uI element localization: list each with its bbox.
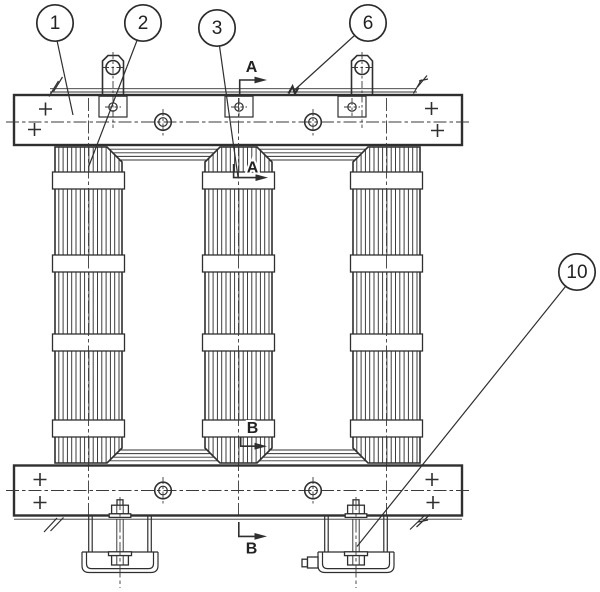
foot-side-bolt bbox=[301, 556, 319, 569]
callout-label-6: 6 bbox=[363, 13, 374, 34]
bottom-beam-hole-marks bbox=[33, 473, 440, 509]
callout-balloon-1: 1 bbox=[35, 3, 75, 116]
section-marker-b-top: B bbox=[239, 418, 267, 450]
section-marker-a-top: A bbox=[238, 57, 267, 94]
yoke-corner-step-lines bbox=[109, 148, 366, 462]
callout-label-3: 3 bbox=[212, 18, 223, 39]
top-beam-hole-marks bbox=[28, 102, 444, 137]
bottom-clamp-beam bbox=[6, 464, 471, 517]
core-banding-straps bbox=[51, 171, 424, 438]
top-beam-bolt-plates bbox=[98, 95, 367, 118]
break-mark-top-right bbox=[412, 75, 429, 94]
callout-label-1: 1 bbox=[50, 13, 61, 34]
core-limb-middle-hatching bbox=[208, 147, 270, 463]
callout-balloon-10: 10 bbox=[356, 252, 597, 547]
top-yoke-edge-lines bbox=[50, 88, 417, 93]
section-letter-b-top: B bbox=[247, 420, 259, 437]
callout-label-2: 2 bbox=[138, 13, 149, 34]
core-limb-left-hatching bbox=[58, 147, 120, 463]
section-letter-a-top: A bbox=[246, 59, 258, 76]
callout-label-10: 10 bbox=[566, 262, 587, 283]
callout-balloon-2: 2 bbox=[87, 3, 163, 168]
top-clamp-beam bbox=[6, 93, 471, 147]
section-marker-a-bottom: A bbox=[232, 158, 268, 181]
mounting-foot-left bbox=[81, 497, 159, 588]
mounting-foot-right bbox=[301, 497, 395, 588]
section-marker-b-bottom: B bbox=[238, 522, 267, 560]
callout-balloon-6: 6 bbox=[293, 3, 388, 91]
break-mark-bottom-right bbox=[409, 514, 431, 530]
break-mark-top-left bbox=[48, 76, 64, 97]
section-letter-a-bottom: A bbox=[247, 160, 259, 177]
break-mark-bottom-left bbox=[43, 517, 64, 533]
callout-balloon-3: 3 bbox=[197, 8, 239, 178]
section-letter-b-bottom: B bbox=[246, 541, 258, 558]
core-limb-outlines bbox=[54, 146, 421, 464]
